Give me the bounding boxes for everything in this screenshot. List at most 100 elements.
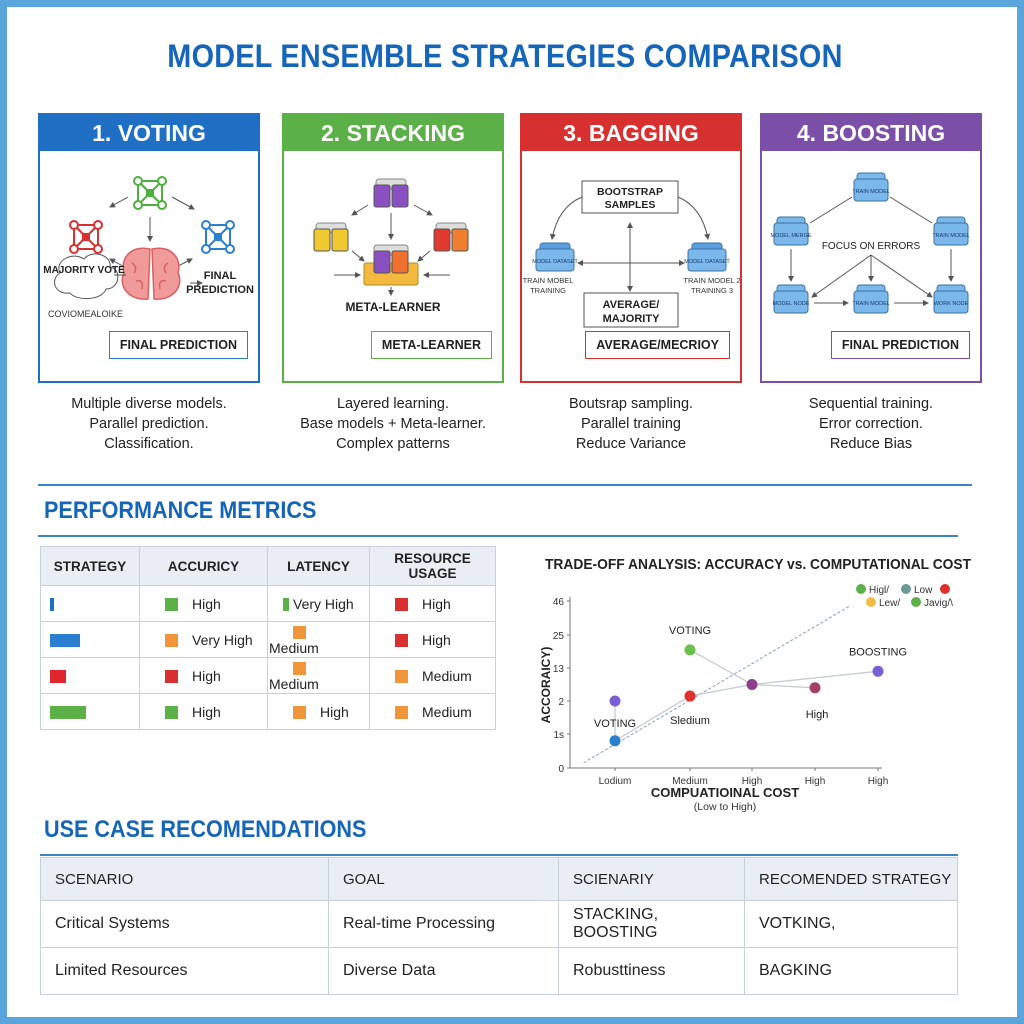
section-divider [38,535,958,537]
use-case-table: SCENARIO GOAL SCIENARIY RECOMENDED STRAT… [40,857,958,995]
accuracy-level-label: Very High [192,631,253,648]
latency-cell: Very High [267,585,370,622]
final-prediction-label-2: PREDICTION [186,284,254,296]
x-tick-label: High [742,776,763,787]
stacking-result-box: META-LEARNER [370,331,492,359]
y-tick-label: 2 [558,697,564,708]
resource-level-swatch [395,706,408,720]
model-network-icon-blue [201,220,235,254]
latency-level-label: High [320,703,349,720]
average-majority-box [583,292,679,328]
strategy-cell [40,693,140,730]
average-label: AVERAGE/ [603,299,660,311]
latency-cell: High [267,693,370,730]
strategy-swatch [50,598,54,612]
strategy-cell [40,621,140,658]
use-case-cell: VOTKING, [744,900,958,948]
use-case-cell: Diverse Data [328,947,559,995]
accuracy-cell: High [139,585,268,622]
latency-level-swatch [293,626,306,640]
meta-learner-label: META-LEARNER [345,300,440,314]
section-divider [40,854,958,856]
accuracy-cell: High [139,693,268,730]
voting-caption: COVIOMEALOIKE [48,309,123,319]
x-tick-label: Medium [672,776,708,787]
bootstrap-label: BOOTSTRAP [597,186,663,198]
desc-line: Layered learning. [336,396,450,412]
use-case-cell: STACKING, BOOSTING [558,900,745,948]
x-tick-label: Lodium [599,776,632,787]
accuracy-level-label: High [192,703,221,720]
latency-level-label: Medium [269,675,319,692]
card-voting: 1. VOTING MAJORITY VOTE FINAL [38,113,260,383]
page-title: MODEL ENSEMBLE STRATEGIES COMPARISON [167,38,843,74]
resource-level-label: Medium [422,667,472,684]
accuracy-level-swatch [165,598,178,612]
strategy-cell [40,585,140,622]
performance-table: STRATEGY ACCURICY LATENCY RESOURCE USAGE… [40,546,496,730]
data-label: High [806,709,829,721]
data-point [872,665,884,677]
y-tick-label: 46 [553,597,565,608]
desc-line: Parallel training [581,416,681,432]
voting-result-box: FINAL PREDICTION [108,331,248,359]
card-bagging: 3. BAGGING BOOTSTRAP SAMPLES MODEL DATAS… [520,113,742,383]
node-bottom-right-label: WORK NODE [934,301,969,307]
legend-label: Lew/ [879,598,900,609]
desc-line: Parallel prediction. [89,416,209,432]
data-label: VOTING [594,718,636,730]
use-case-cell: Real-time Processing [328,900,559,948]
majority-label: MAJORITY VOTE [43,265,125,276]
data-point [609,735,621,747]
card-voting-title: 1. VOTING [40,115,258,151]
latency-cell: Medium [267,657,370,694]
legend-swatch [911,597,921,607]
section-divider [38,484,972,486]
x-tick-label: High [805,776,826,787]
latency-level-swatch [283,598,289,612]
node-right-label: TRAIN MODEL [932,233,970,239]
latency-level-label: Very High [293,595,354,612]
dataset-right-label: MODEL DATASET [684,259,730,265]
node-top-label: TRAIN MODEL [852,189,890,195]
voting-diagram: MAJORITY VOTE FINAL PREDICTION COVIOMEAL… [43,176,254,319]
legend-swatch [856,584,866,594]
data-point [746,679,758,690]
desc-line: Classification. [104,436,194,452]
boosting-diagram: TRAIN MODEL MODEL MERGE TRAIN MODEL MODE… [770,172,970,314]
desc-line: Reduce Bias [829,436,913,452]
col-goal: GOAL [328,857,559,901]
use-case-cell: BAGKING [744,947,958,995]
strategy-swatch [50,670,66,684]
desc-line: Reduce Variance [575,436,687,452]
desc-line: Multiple diverse models. [71,396,227,412]
trend-line [583,605,850,764]
training-left-label: TRAINING [530,286,566,295]
accuracy-level-swatch [165,706,178,720]
model-node-icons [773,172,969,314]
latency-level-swatch [293,662,306,676]
boosting-description: Sequential training. Error correction. R… [756,394,986,454]
legend-label: Higl/ [869,585,889,596]
resource-cell: Medium [369,657,496,694]
accuracy-level-swatch [165,634,178,648]
col-scenariy: SCIENARIY [558,857,745,901]
accuracy-cell: High [139,657,268,694]
resource-level-label: High [422,595,451,612]
stacking-description: Layered learning. Base models + Meta-lea… [278,394,508,454]
bootstrap-samples-box [581,180,679,214]
card-boosting-title: 4. BOOSTING [762,115,980,151]
final-prediction-label-1: FINAL [204,270,237,282]
data-label: Sledium [670,715,710,727]
accuracy-level-swatch [165,670,178,684]
legend-swatch [901,584,911,594]
col-accuracy: ACCURICY [139,546,268,586]
training-right-label: TRAINING 3 [691,286,733,295]
bagging-result-box: AVERAGE/MECRIOY [585,331,730,359]
desc-line: Complex patterns [336,436,450,452]
train-model-left-label: TRAIN MOBEL [523,276,574,285]
brain-icon [121,247,181,300]
